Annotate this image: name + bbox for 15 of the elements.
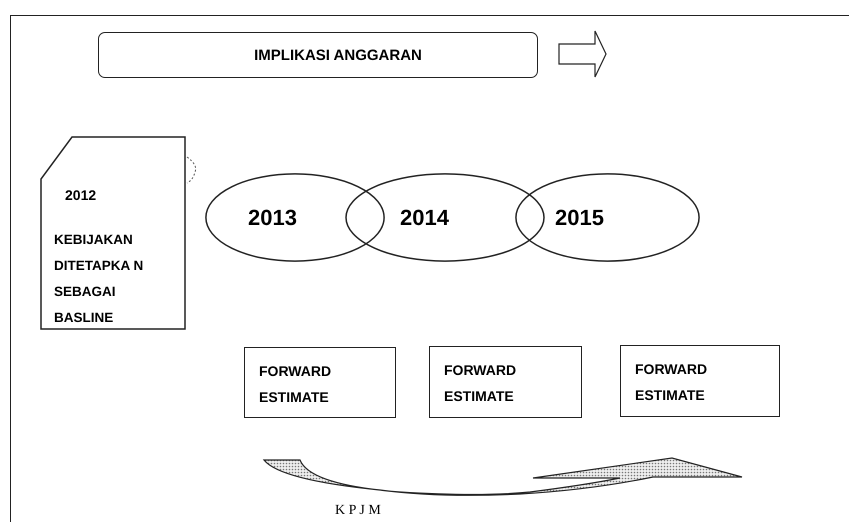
estimate-box: FORWARD ESTIMATE bbox=[244, 347, 396, 418]
title-box bbox=[98, 32, 538, 78]
document-shape bbox=[40, 137, 186, 330]
year-label: 2015 bbox=[555, 205, 604, 231]
title-text: IMPLIKASI ANGGARAN bbox=[254, 46, 422, 64]
kpjm-label: K P J M bbox=[335, 503, 381, 519]
estimate-box: FORWARD ESTIMATE bbox=[429, 346, 582, 418]
policy-text: KEBIJAKAN DITETAPKA N SEBAGAI BASLINE bbox=[54, 231, 144, 327]
year-label: 2013 bbox=[248, 205, 297, 231]
year-label: 2014 bbox=[400, 205, 449, 231]
year-ellipse bbox=[515, 173, 700, 262]
year-text: 2012 bbox=[65, 187, 96, 203]
year-ellipse bbox=[345, 173, 545, 262]
year-ellipse bbox=[205, 173, 385, 262]
estimate-box: FORWARD ESTIMATE bbox=[620, 345, 780, 417]
